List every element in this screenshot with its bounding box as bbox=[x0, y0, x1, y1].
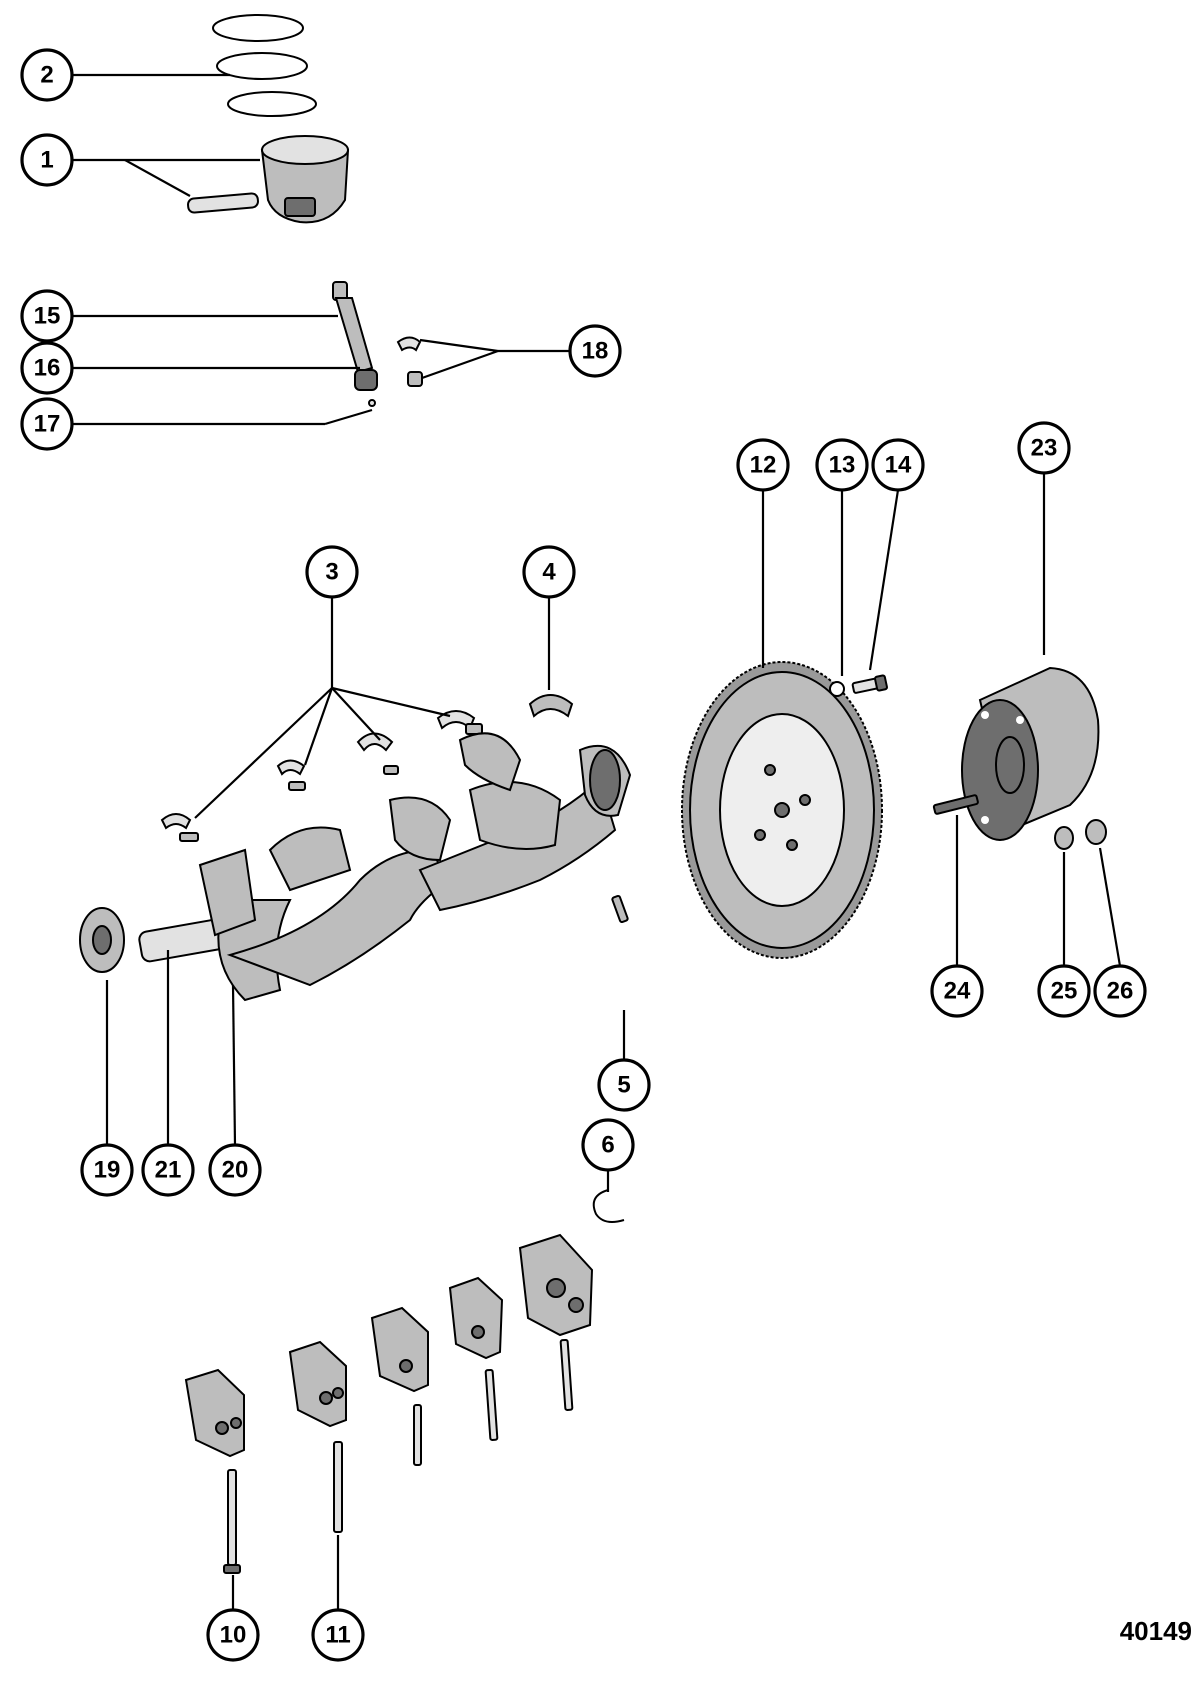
coupler-stud bbox=[932, 794, 979, 815]
callout-19: 19 bbox=[80, 1143, 134, 1197]
callout-21-label: 21 bbox=[155, 1157, 182, 1184]
callout-6-label: 6 bbox=[601, 1132, 614, 1159]
callout-1-label: 1 bbox=[40, 147, 53, 174]
callout-10-label: 10 bbox=[220, 1622, 247, 1649]
callout-11: 11 bbox=[311, 1608, 365, 1662]
flywheel-washer bbox=[829, 681, 845, 697]
callout-16: 16 bbox=[20, 341, 74, 395]
callout-24: 24 bbox=[930, 964, 984, 1018]
callout-14-label: 14 bbox=[885, 452, 912, 479]
callout-26-label: 26 bbox=[1107, 978, 1134, 1005]
callout-13-label: 13 bbox=[829, 452, 856, 479]
leader-lines bbox=[72, 73, 1122, 1610]
drive-coupler bbox=[961, 666, 1100, 841]
callout-1: 1 bbox=[20, 133, 74, 187]
callout-20: 20 bbox=[208, 1143, 262, 1197]
callout-10: 10 bbox=[206, 1608, 260, 1662]
callout-12-label: 12 bbox=[750, 452, 777, 479]
connecting-rod-bearings bbox=[396, 336, 423, 387]
callout-14: 14 bbox=[871, 438, 925, 492]
flywheel bbox=[681, 661, 883, 959]
callout-3: 3 bbox=[305, 545, 359, 599]
piston-rings bbox=[212, 14, 317, 117]
callout-15-label: 15 bbox=[34, 303, 61, 330]
callout-18-label: 18 bbox=[582, 338, 609, 365]
callout-24-label: 24 bbox=[944, 978, 971, 1005]
callout-6: 6 bbox=[581, 1118, 635, 1172]
figure-number: 40149 bbox=[1120, 1616, 1192, 1646]
main-bearing-caps bbox=[184, 1233, 594, 1458]
callout-15: 15 bbox=[20, 289, 74, 343]
coupler-nut bbox=[1085, 819, 1107, 845]
callout-16-label: 16 bbox=[34, 355, 61, 382]
callout-17-label: 17 bbox=[34, 411, 61, 438]
callout-11-label: 11 bbox=[325, 1622, 350, 1649]
callout-4: 4 bbox=[522, 545, 576, 599]
callout-5-label: 5 bbox=[617, 1072, 630, 1099]
callout-13: 13 bbox=[815, 438, 869, 492]
callout-2: 2 bbox=[20, 48, 74, 102]
callout-20-label: 20 bbox=[222, 1157, 249, 1184]
main-bearings bbox=[160, 710, 483, 842]
callout-12: 12 bbox=[736, 438, 790, 492]
coupler-washer bbox=[1054, 826, 1074, 850]
callout-3-label: 3 bbox=[325, 559, 338, 586]
callout-17: 17 bbox=[20, 397, 74, 451]
rear-main-seal bbox=[592, 1189, 625, 1223]
callout-19-label: 19 bbox=[94, 1157, 121, 1184]
callout-21: 21 bbox=[141, 1143, 195, 1197]
callout-5: 5 bbox=[597, 1058, 651, 1112]
callout-18: 18 bbox=[568, 324, 622, 378]
callout-25-label: 25 bbox=[1051, 978, 1078, 1005]
crankshaft-key bbox=[611, 894, 629, 924]
callout-25: 25 bbox=[1037, 964, 1091, 1018]
connecting-rod bbox=[332, 281, 378, 407]
callout-4-label: 4 bbox=[542, 559, 556, 586]
crankshaft bbox=[138, 732, 632, 1002]
flywheel-bolt bbox=[851, 674, 888, 694]
main-bearing-bolts bbox=[223, 1338, 574, 1574]
callout-2-label: 2 bbox=[40, 62, 53, 89]
callout-23: 23 bbox=[1017, 421, 1071, 475]
callout-23-label: 23 bbox=[1031, 435, 1058, 462]
thrust-bearing bbox=[528, 694, 574, 718]
crankshaft-gear bbox=[79, 907, 125, 973]
callout-26: 26 bbox=[1093, 964, 1147, 1018]
piston-and-pin bbox=[187, 135, 350, 224]
